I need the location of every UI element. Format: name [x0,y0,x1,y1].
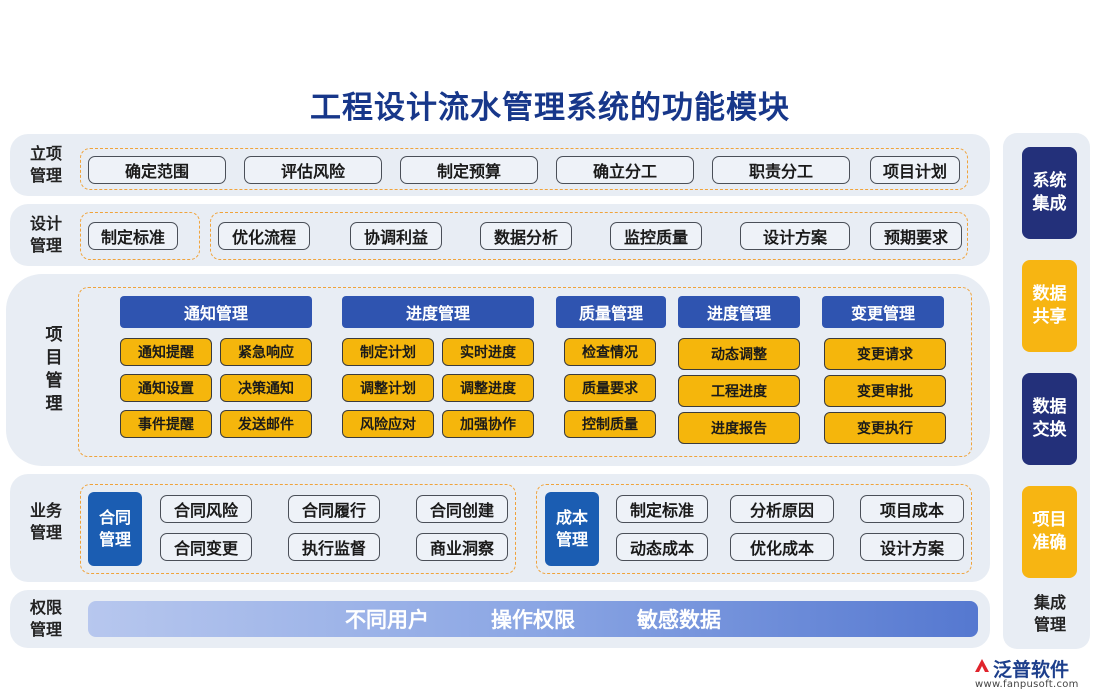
schedule-header-2: 进度管理 [678,296,800,328]
schedule1-item-1[interactable]: 制定计划 [342,338,434,366]
fanpu-logo-icon [975,659,989,672]
schedule2-item-3[interactable]: 进度报告 [678,412,800,444]
notice-item-2[interactable]: 紧急响应 [220,338,312,366]
change-item-2[interactable]: 变更审批 [824,375,946,407]
contract-chip-5[interactable]: 执行监督 [288,533,380,561]
sheji-chip-3[interactable]: 数据分析 [480,222,572,250]
contract-group [80,484,516,574]
sheji-chip-6[interactable]: 预期要求 [870,222,962,250]
quality-item-2[interactable]: 质量要求 [564,374,656,402]
integration-tile-1[interactable]: 系统 集成 [1022,147,1077,239]
lixiang-chip-6[interactable]: 项目计划 [870,156,960,184]
schedule-header-1: 进度管理 [342,296,534,328]
schedule1-item-5[interactable]: 风险应对 [342,410,434,438]
lixiang-chip-4[interactable]: 确立分工 [556,156,694,184]
change-item-3[interactable]: 变更执行 [824,412,946,444]
contract-chip-6[interactable]: 商业洞察 [416,533,508,561]
lixiang-chip-3[interactable]: 制定预算 [400,156,538,184]
schedule2-item-1[interactable]: 动态调整 [678,338,800,370]
change-item-1[interactable]: 变更请求 [824,338,946,370]
page-title: 工程设计流水管理系统的功能模块 [310,90,790,126]
xiangmu-label: 项 目 管 理 [45,325,63,414]
quanxian-label: 权限 管理 [29,598,62,639]
sheji-chip-first[interactable]: 制定标准 [88,222,178,250]
cost-chip-6[interactable]: 设计方案 [860,533,964,561]
schedule1-item-6[interactable]: 加强协作 [442,410,534,438]
cost-chip-5[interactable]: 优化成本 [730,533,834,561]
schedule1-item-3[interactable]: 调整计划 [342,374,434,402]
sheji-chip-5[interactable]: 设计方案 [740,222,850,250]
permission-bar: 不同用户 操作权限 敏感数据 [88,601,978,637]
cost-chip-2[interactable]: 分析原因 [730,495,834,523]
quality-header: 质量管理 [556,296,666,328]
schedule1-item-2[interactable]: 实时进度 [442,338,534,366]
change-header: 变更管理 [822,296,944,328]
notice-item-4[interactable]: 决策通知 [220,374,312,402]
integration-tile-2[interactable]: 数据 共享 [1022,260,1077,352]
schedule2-item-2[interactable]: 工程进度 [678,375,800,407]
cost-group [536,484,972,574]
notice-item-3[interactable]: 通知设置 [120,374,212,402]
integration-caption: 集成 管理 [1033,593,1066,634]
notice-item-6[interactable]: 发送邮件 [220,410,312,438]
permission-item-sensitive[interactable]: 敏感数据 [637,608,721,632]
notice-item-5[interactable]: 事件提醒 [120,410,212,438]
schedule1-item-4[interactable]: 调整进度 [442,374,534,402]
quality-item-1[interactable]: 检查情况 [564,338,656,366]
sheji-chip-2[interactable]: 协调利益 [350,222,442,250]
cost-chip-3[interactable]: 项目成本 [860,495,964,523]
permission-item-ops[interactable]: 操作权限 [491,608,575,632]
yewu-band [10,474,990,582]
sheji-group-2 [210,212,968,260]
sheji-chip-1[interactable]: 优化流程 [218,222,310,250]
contract-chip-4[interactable]: 合同变更 [160,533,252,561]
integration-tile-4[interactable]: 项目 准确 [1022,486,1077,578]
logo-url: www.fanpusoft.com [975,679,1079,690]
lixiang-group [80,148,968,190]
cost-chip-1[interactable]: 制定标准 [616,495,708,523]
cost-tile[interactable]: 成本 管理 [545,492,599,566]
lixiang-chip-1[interactable]: 确定范围 [88,156,226,184]
lixiang-label: 立项 管理 [29,144,62,185]
sheji-group-1 [80,212,200,260]
sheji-chip-4[interactable]: 监控质量 [610,222,702,250]
contract-tile[interactable]: 合同 管理 [88,492,142,566]
notice-header: 通知管理 [120,296,312,328]
permission-item-users[interactable]: 不同用户 [345,608,429,632]
contract-chip-2[interactable]: 合同履行 [288,495,380,523]
sheji-label: 设计 管理 [29,214,62,255]
xiangmu-group [78,287,972,457]
yewu-label: 业务 管理 [29,501,62,542]
lixiang-chip-5[interactable]: 职责分工 [712,156,850,184]
notice-item-1[interactable]: 通知提醒 [120,338,212,366]
logo-name: 泛普软件 [993,659,1070,681]
cost-chip-4[interactable]: 动态成本 [616,533,708,561]
lixiang-chip-2[interactable]: 评估风险 [244,156,382,184]
integration-tile-3[interactable]: 数据 交换 [1022,373,1077,465]
contract-chip-3[interactable]: 合同创建 [416,495,508,523]
contract-chip-1[interactable]: 合同风险 [160,495,252,523]
quality-item-3[interactable]: 控制质量 [564,410,656,438]
